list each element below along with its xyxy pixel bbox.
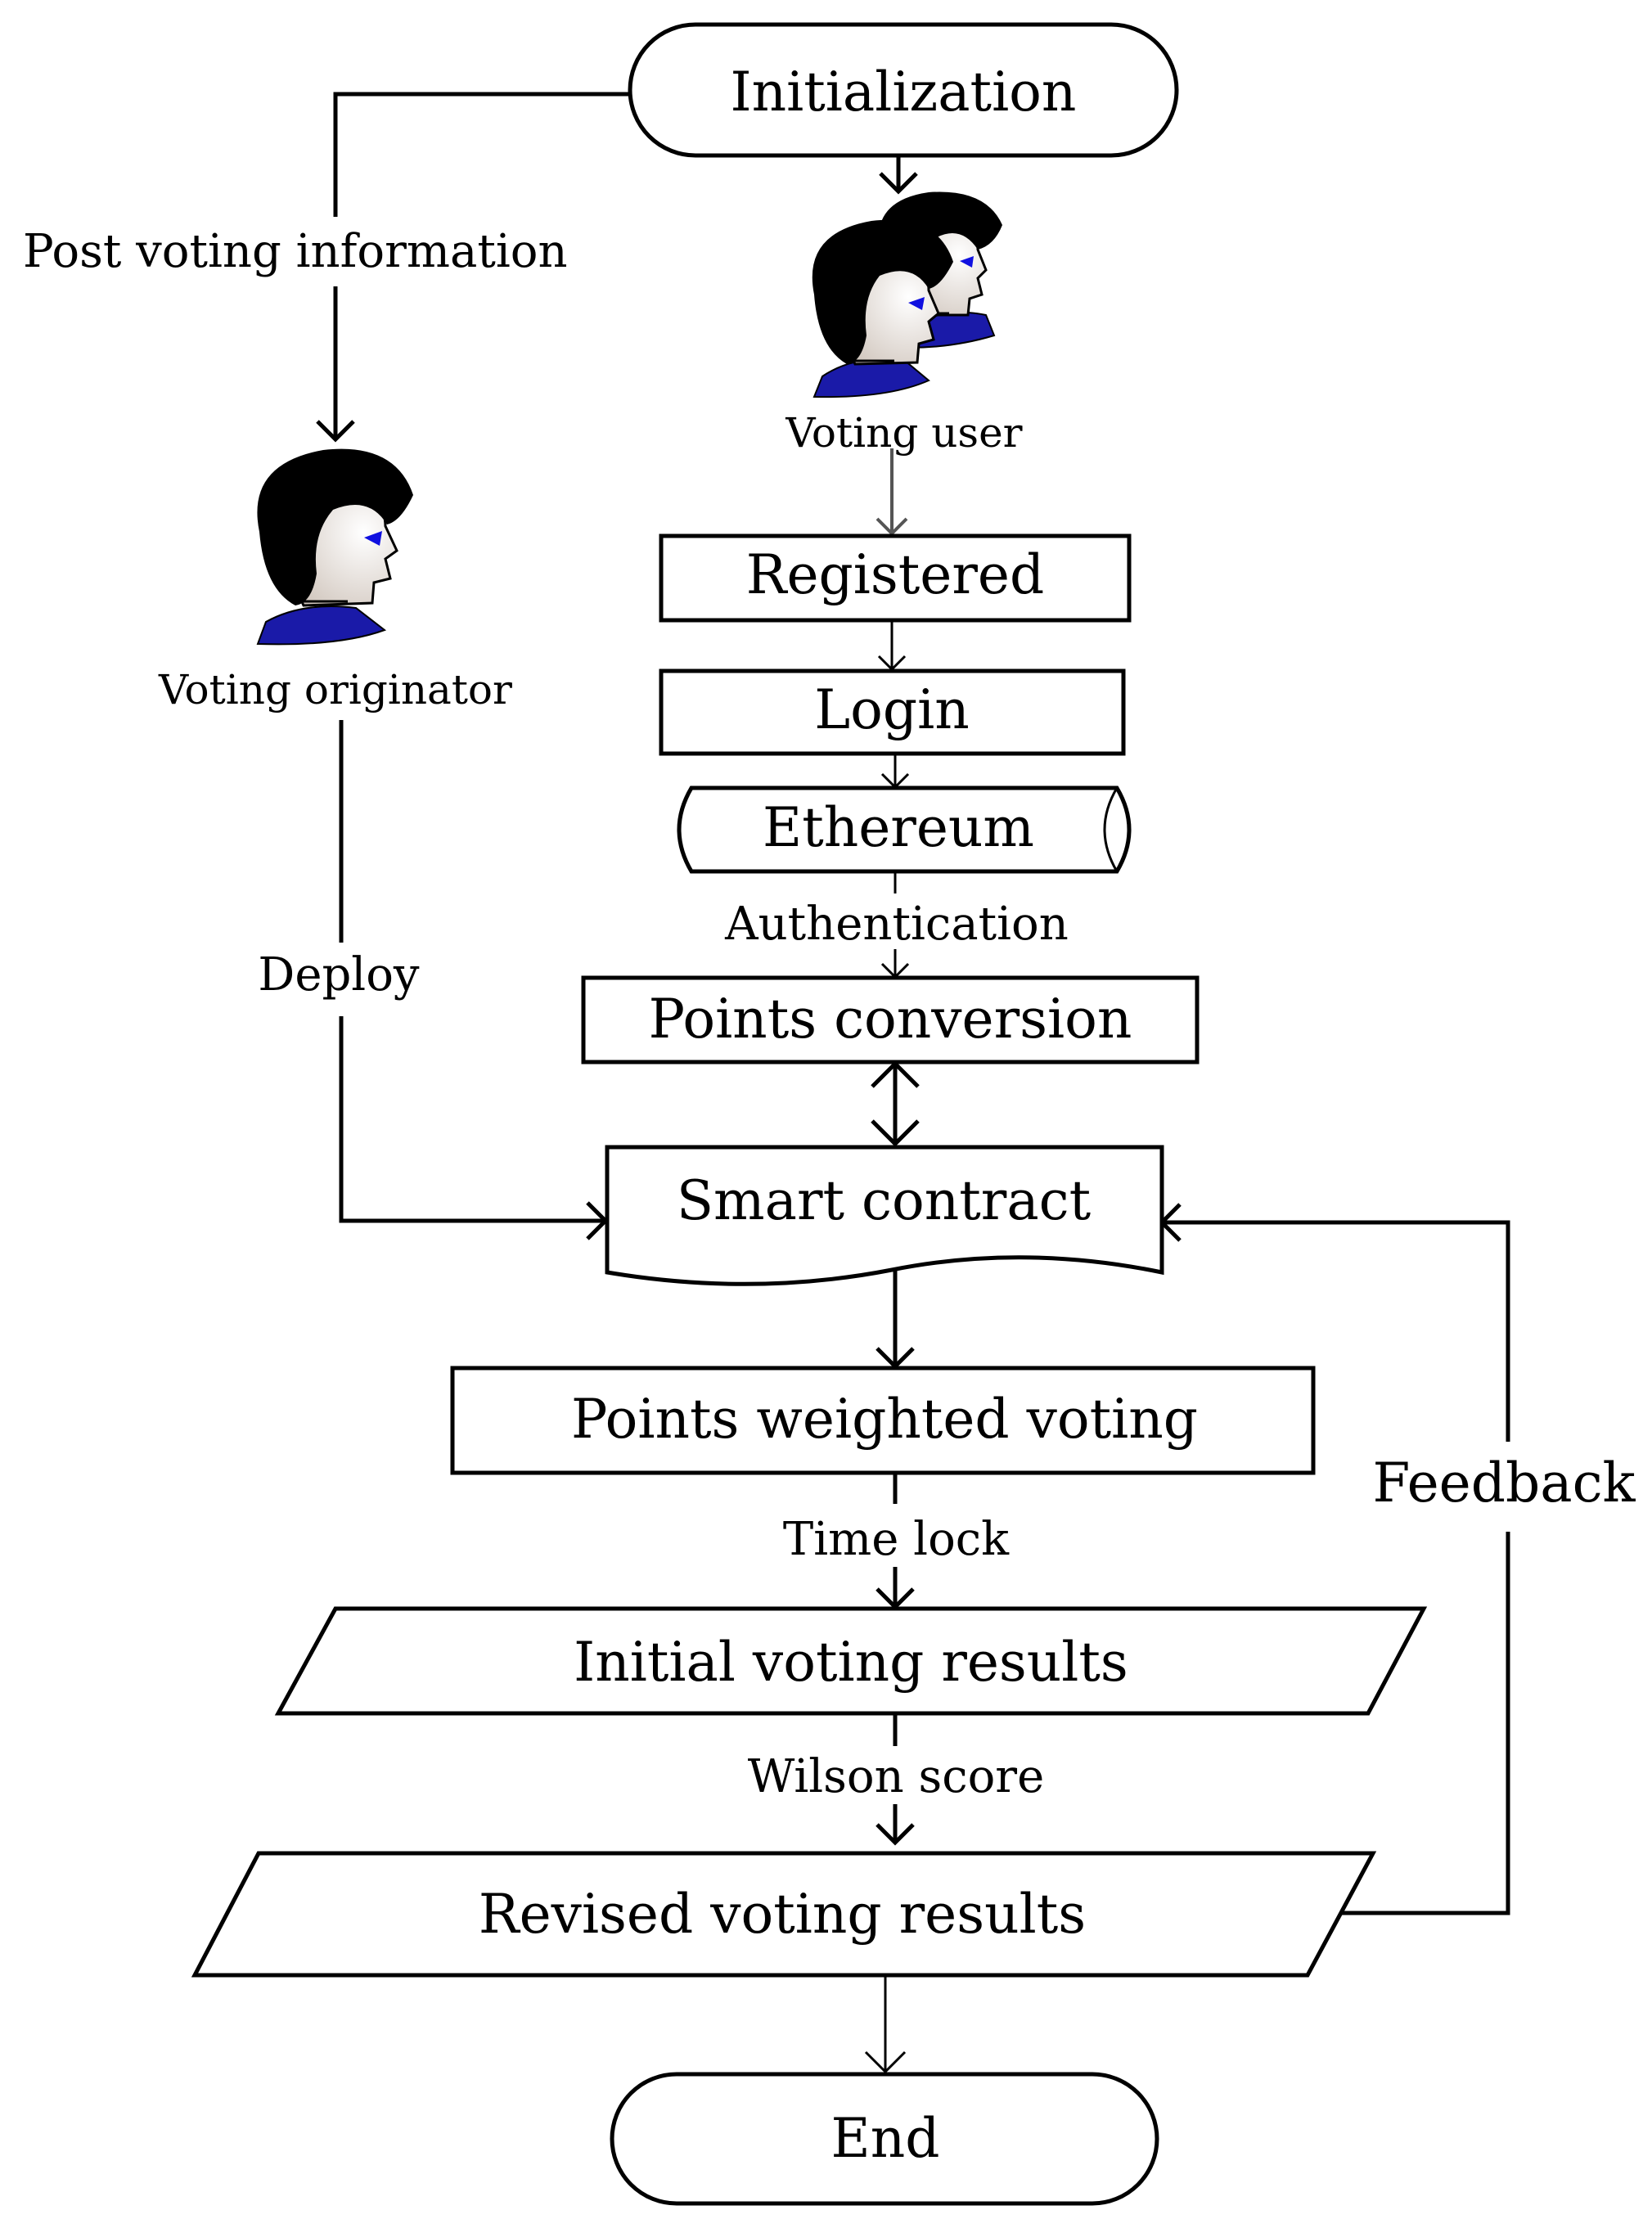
post-label-gap: [319, 217, 352, 286]
feedback-label-gap: [1489, 1442, 1527, 1532]
login-node: [659, 668, 1126, 756]
authentication-label: Authentication: [724, 898, 1069, 951]
smart-contract-label: Smart contract: [677, 1169, 1091, 1232]
revised-voting-results-label: Revised voting results: [479, 1883, 1086, 1946]
login-label: Login: [814, 678, 969, 741]
points-conversion-node: [581, 975, 1200, 1064]
deploy-label: Deploy: [258, 948, 420, 1001]
voting-user-label: Voting user: [785, 409, 1022, 457]
smart-contract-node: [605, 1145, 1164, 1286]
edge-post-voting-information: [333, 92, 630, 438]
initialization-label: Initialization: [731, 61, 1077, 124]
time-lock-label: Time lock: [783, 1513, 1010, 1566]
wilson-score-label: Wilson score: [748, 1750, 1044, 1803]
end-node: [610, 2072, 1159, 2206]
initialization-node: [628, 22, 1179, 158]
ethereum-label: Ethereum: [763, 796, 1034, 859]
post-voting-information-label: Post voting information: [23, 225, 568, 278]
revised-voting-results-node: [191, 1851, 1377, 1978]
initial-voting-results-node: [274, 1606, 1428, 1716]
person-head-icon: [256, 448, 413, 646]
voting-originator-label: Voting originator: [158, 666, 512, 713]
end-label: End: [831, 2107, 940, 2170]
arrow-head-revised: [876, 1823, 915, 1846]
registered-label: Registered: [746, 543, 1044, 606]
registered-node: [659, 533, 1132, 623]
edge-deploy: [339, 720, 605, 1223]
edge-feedback: [1162, 1220, 1510, 1915]
arrow-head-down: [871, 1119, 920, 1147]
arrow-head-end: [864, 2050, 907, 2074]
arrow-head-registered: [876, 517, 908, 536]
arrow-head-originator: [316, 420, 355, 443]
ethereum-node: [677, 785, 1132, 874]
arrow-head-user: [879, 172, 918, 195]
points-weighted-voting-node: [450, 1366, 1316, 1475]
points-weighted-voting-label: Points weighted voting: [571, 1388, 1198, 1451]
feedback-label: Feedback: [1372, 1452, 1636, 1515]
initial-voting-results-label: Initial voting results: [574, 1631, 1128, 1694]
deploy-label-gap: [323, 943, 359, 1016]
two-person-heads-icon: [812, 191, 1002, 398]
points-conversion-label: Points conversion: [649, 988, 1132, 1051]
